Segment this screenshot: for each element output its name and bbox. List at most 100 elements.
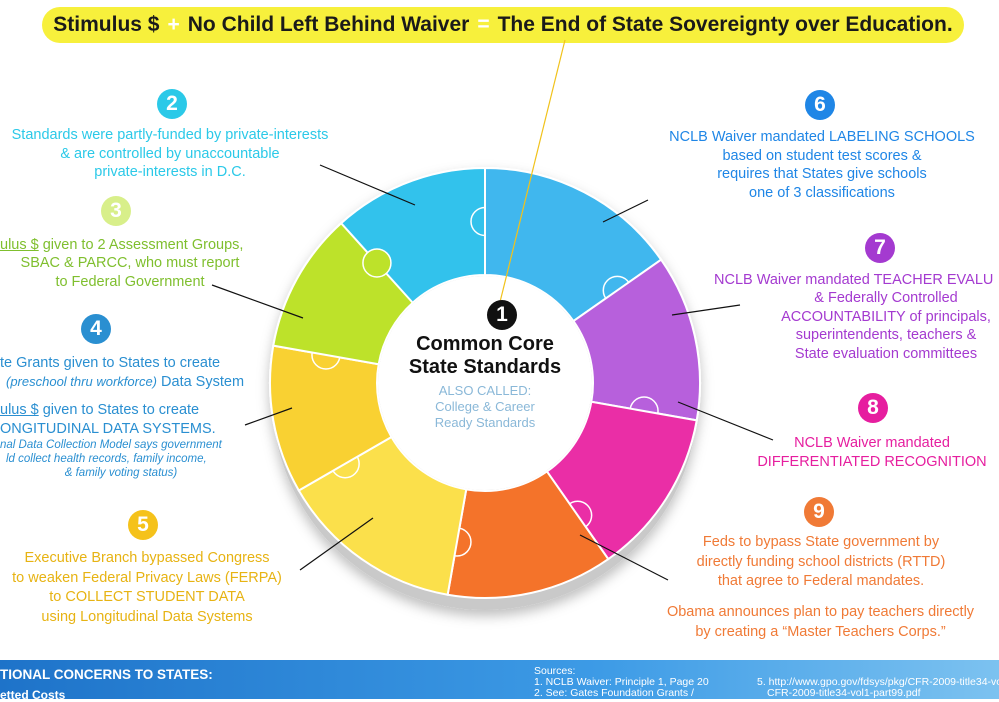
number-badge-5: 5 [128,510,158,540]
item-8-line1: NCLB Waiver mandated [794,435,950,451]
center-number-badge: 1 [487,300,517,330]
leader-line-banner [499,39,566,303]
banner-part3: The End of State Sovereignty over Educat… [497,13,953,36]
item-4-line1: te Grants given to States to create [0,355,221,371]
number-6: 6 [814,93,826,116]
number-8: 8 [867,396,879,419]
leader-line-2 [319,164,416,206]
number-4: 4 [90,317,102,340]
center-sub-line2: College & Career [435,399,535,414]
item-6-line1: NCLB Waiver mandated LABELING SCHOOLS [669,129,975,145]
number-9: 9 [813,500,825,523]
number-2: 2 [166,92,178,115]
number-badge-4: 4 [81,314,111,344]
item-4-line5: nal Data Collection Model says governmen… [0,439,222,451]
item-3-line3: to Federal Government [55,273,205,290]
leader-line-7 [671,304,741,316]
number-badge-7: 7 [865,233,895,263]
leader-line-5 [299,517,374,571]
center-number: 1 [496,303,508,326]
number-badge-6: 6 [805,90,835,120]
number-badge-9: 9 [804,497,834,527]
item-8-line2: DIFFERENTIATED RECOGNITION [757,453,987,470]
number-3: 3 [110,199,122,222]
footer-subheading: etted Costs [0,688,66,702]
item-4-line6: ld collect health records, family income… [6,453,207,465]
leader-line-9 [579,534,669,581]
item-4-line3b: given to States to create [38,402,200,418]
footer-heading: TIONAL CONCERNS TO STATES: [0,667,213,682]
item-3-line1a: ulus $ [0,237,39,253]
item-4-line7: & family voting status) [64,467,178,479]
number-7: 7 [874,236,886,259]
item-7-line4: superintendents, teachers & [795,327,977,343]
source-2: 2. See: Gates Foundation Grants / [534,687,694,699]
item-9-line1: Feds to bypass State government by [702,534,940,550]
banner-equals: = [477,13,490,36]
item-5-line2: to weaken Federal Privacy Laws (FERPA) [12,569,282,586]
footer-source-5: 5. http://www.gpo.gov/fdsys/pkg/CFR-2009… [757,677,999,699]
item-3-text-rest: SBAC & PARCC, who must report to Federal… [0,254,260,291]
number-badge-8: 8 [858,393,888,423]
item-2-line2: & are controlled by unaccountable [60,145,280,162]
item-9-line5: by creating a “Master Teachers Corps.” [695,624,946,640]
number-badge-2: 2 [157,89,187,119]
item-2-text: Standards were partly-funded by private-… [0,126,350,182]
leader-line-4 [244,407,293,426]
title-banner: Stimulus $ + No Child Left Behind Waiver… [42,7,964,43]
item-4-line3a: ulus $ [0,402,39,418]
item-5-line4: using Longitudinal Data Systems [41,608,253,625]
item-5-line3: to COLLECT STUDENT DATA [49,589,245,605]
item-9-line3: that agree to Federal mandates. [717,573,925,589]
center-sub-line1: ALSO CALLED: [438,383,532,398]
item-7-line5: State evaluation committees [794,345,978,362]
leader-line-6 [602,199,649,223]
number-5: 5 [137,513,149,536]
source-5b: CFR-2009-title34-vol1-part99.pdf [767,687,921,699]
item-6-line3: requires that States give schools [717,166,927,182]
footer-bar [0,660,999,699]
center-title-line1: Common Core [416,333,554,355]
item-4-line2b: Data System [157,373,245,390]
item-7-text: & Federally Controlled ACCOUNTABILITY of… [756,289,999,363]
item-9-line2: directly funding school districts (RTTD) [696,553,946,570]
item-3-line1b: given to 2 Assessment Groups, [38,237,244,253]
item-7-line1: NCLB Waiver mandated TEACHER EVALU [714,272,994,288]
center-title-line2: State Standards [408,356,562,378]
footer-sources: Sources: 1. NCLB Waiver: Principle 1, Pa… [534,666,709,699]
item-9-text: Feds to bypass State government by direc… [656,533,986,592]
item-3-line2: SBAC & PARCC, who must report [20,255,240,271]
item-7-line1-wrap: NCLB Waiver mandated TEACHER EVALU [714,271,993,290]
item-7-line3: ACCOUNTABILITY of principals, [781,308,991,325]
wheel-center-hole [378,276,592,490]
item-4-note: nal Data Collection Model says governmen… [0,438,242,480]
item-8-text: NCLB Waiver mandated DIFFERENTIATED RECO… [752,434,992,471]
item-9-note: Obama announces plan to pay teachers dir… [642,602,999,642]
item-3-text: ulus $ given to 2 Assessment Groups, [0,236,243,255]
center-title: Common Core State Standards [395,333,575,379]
source-5a: 5. http://www.gpo.gov/fdsys/pkg/CFR-2009… [757,676,999,688]
segment-lime-knob [362,248,392,278]
item-6-line4: one of 3 classifications [749,184,895,201]
item-2-line1: Standards were partly-funded by private-… [11,127,329,143]
center-subtitle: ALSO CALLED: College & Career Ready Stan… [405,383,565,431]
number-badge-3: 3 [101,196,131,226]
sources-title: Sources: [534,665,576,677]
source-1: 1. NCLB Waiver: Principle 1, Page 20 [534,676,709,688]
leader-line-3 [211,284,304,319]
banner-part2: No Child Left Behind Waiver [187,13,470,36]
leader-line-8 [677,401,774,441]
item-5-line1: Executive Branch bypassed Congress [24,550,270,566]
center-sub-line3: Ready Standards [434,415,536,430]
item-7-line2: & Federally Controlled [814,290,958,306]
item-6-text: NCLB Waiver mandated LABELING SCHOOLS ba… [642,128,999,202]
item-6-line2: based on student test scores & [722,147,922,164]
banner-plus: + [167,13,180,36]
segment-lime [272,221,415,366]
item-4-line4: ONGITUDINAL DATA SYSTEMS. [0,420,216,437]
item-2-line3: private-interests in D.C. [94,164,246,180]
item-9-line4: Obama announces plan to pay teachers dir… [666,604,975,620]
item-5-text: Executive Branch bypassed Congress to we… [0,549,302,627]
item-4-line2a: (preschool thru workforce) [6,373,157,389]
